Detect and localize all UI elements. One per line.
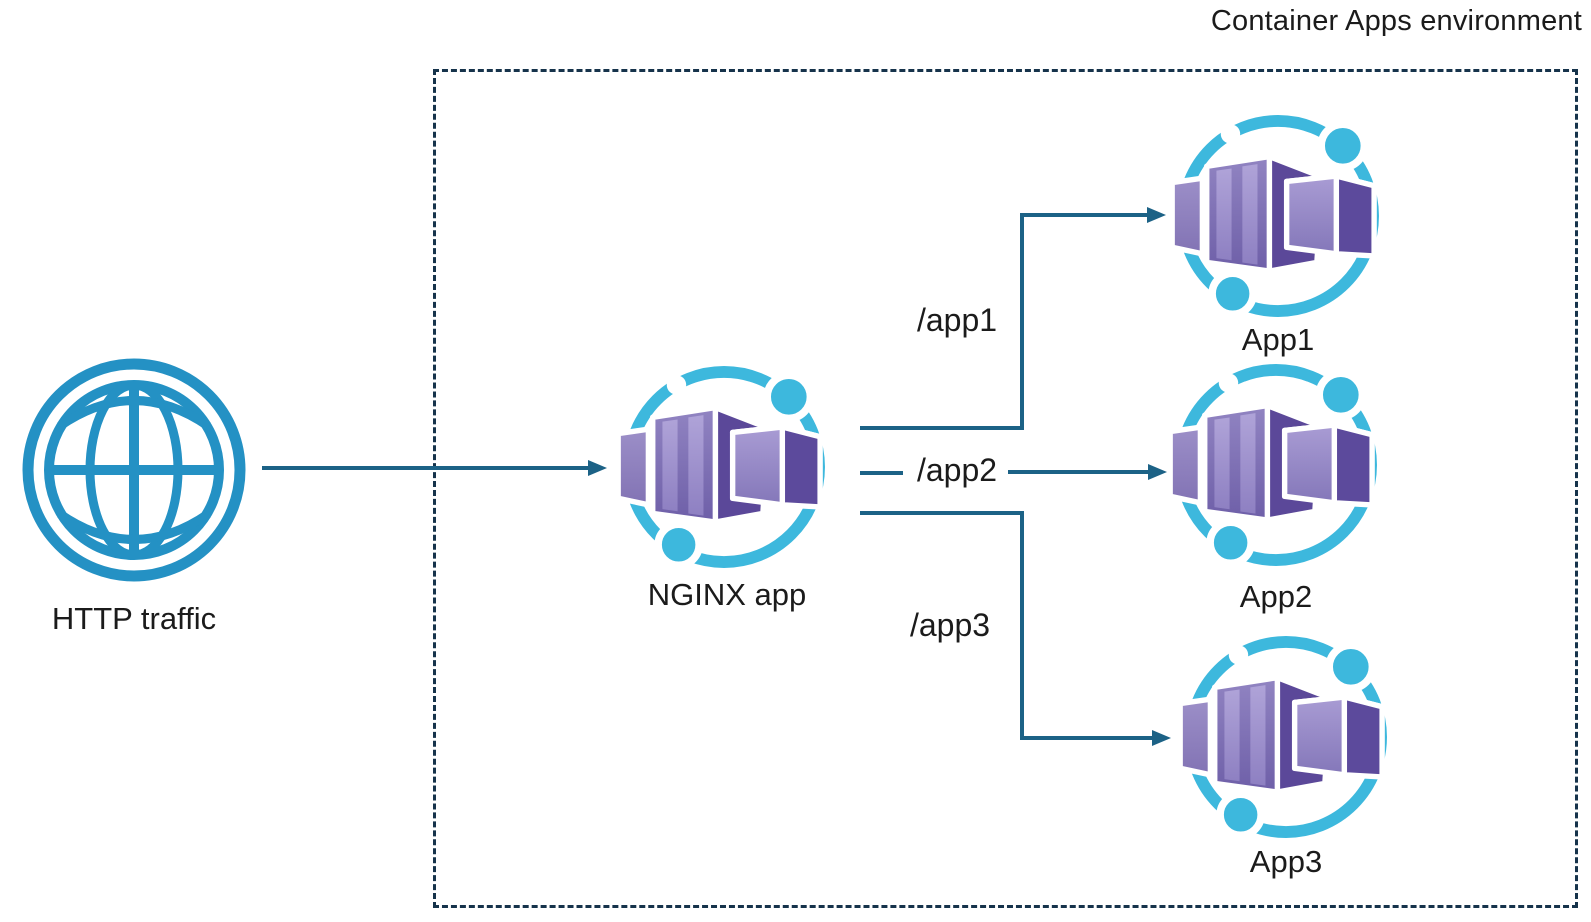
container-apps-icon-nginx [616,359,832,575]
container-apps-icon-app2 [1168,357,1384,573]
app1-label: App1 [1241,322,1315,357]
container-apps-icon-app1 [1170,108,1386,324]
route-label-app2: /app2 [916,452,998,488]
route-label-app1: /app1 [916,302,998,338]
container-apps-environment-box [433,69,1578,908]
container-apps-icon-app3 [1178,629,1394,845]
nginx-app-label: NGINX app [647,577,807,612]
app3-label: App3 [1249,844,1323,879]
app2-label: App2 [1239,579,1313,614]
environment-title: Container Apps environment [1210,5,1582,37]
http-traffic-label: HTTP traffic [51,601,217,636]
globe-icon [14,350,254,590]
route-label-app3: /app3 [909,607,991,643]
